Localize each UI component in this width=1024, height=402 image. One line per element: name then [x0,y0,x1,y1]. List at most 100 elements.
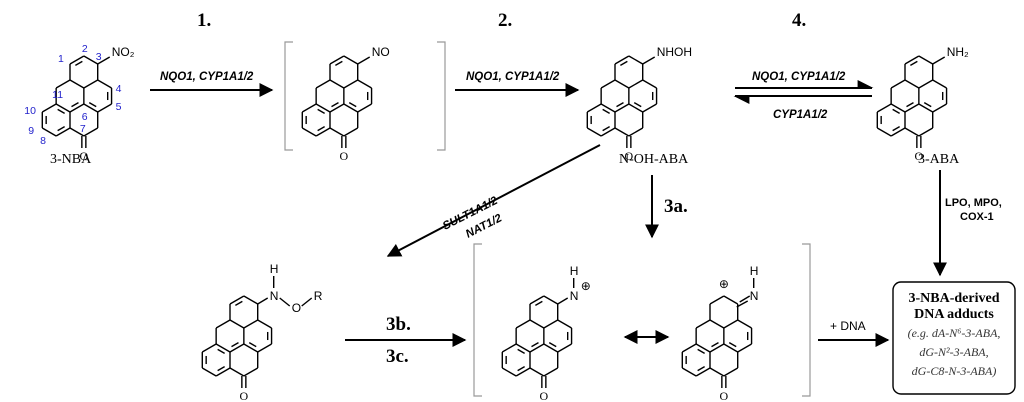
bond [329,103,345,113]
compound-name-3-nba: 3-NBA [50,152,92,167]
bond [923,102,932,108]
bond [201,343,217,353]
bond [642,56,656,65]
bond [628,79,644,89]
bond [343,79,359,89]
locant-11: 11 [52,89,63,101]
bond [83,127,99,137]
bracket-left-ions [473,243,482,397]
bond [229,367,245,377]
carbonyl-oxygen: O [720,389,729,402]
bond [932,79,947,89]
bond [257,297,269,305]
bond [248,342,257,348]
step-3b-label: 3b. [386,314,411,335]
bond [517,348,525,354]
bond [616,102,624,108]
bond [723,319,739,329]
bond [357,56,371,65]
bond [614,55,630,65]
oxygen-atom: O [292,301,301,315]
bond [739,295,751,303]
carbonyl-oxygen: O [80,149,89,163]
bond [41,103,57,113]
bond [642,79,657,89]
bond [890,103,906,113]
bond [932,56,946,65]
step-3a-label: 3a. [664,196,688,217]
bond [343,55,359,65]
enzyme-label-step-4: NQO1, CYP1A1/2 [752,71,846,83]
bond [69,103,85,113]
enzyme-label-lpo-mpo: LPO, MPO, [945,197,1002,209]
bond [736,300,749,308]
bond [69,127,85,137]
bond [201,367,217,377]
bond [642,103,657,113]
bond [602,126,610,132]
bond [55,103,71,113]
bond [709,295,725,305]
bracket-left-nitroso [284,41,293,151]
dna-label: + DNA [830,319,866,333]
carbonyl-oxygen: O [540,389,549,402]
bond [83,103,99,113]
r-group: R [314,289,323,303]
hydrogen-atom: H [750,264,759,278]
carbonyl-oxygen: O [625,149,634,163]
locant-10: 10 [24,105,36,117]
bond [243,319,259,329]
bond [535,300,543,306]
bond [876,127,892,137]
adducts-example-2: dG-N²-3-ABA, [919,345,988,359]
bond [529,295,545,305]
bond [695,343,711,353]
bond [315,79,331,89]
adducts-title-line-2: DNA adducts [914,307,994,322]
bond [906,102,914,108]
bond [723,367,739,377]
bond [357,79,372,89]
bond [215,343,231,353]
bond [217,366,225,372]
carbonyl-oxygen: O [340,149,349,163]
adducts-example-1: (e.g. dA-N⁶-3-ABA, [908,326,1001,340]
bond [728,342,737,348]
bond [229,343,245,353]
hydrogen-atom: H [270,262,279,276]
bond [620,60,628,66]
bond [600,103,616,113]
bond [329,79,345,89]
bond [633,102,642,108]
bond [723,343,739,353]
bond [357,103,372,113]
bond [890,127,906,137]
enzyme-label-reverse: CYP1A1/2 [773,109,828,121]
bond [515,319,531,329]
bond [904,127,920,137]
locant-8: 8 [40,135,46,147]
bond [279,297,291,307]
bond [41,127,57,137]
bracket-right-ions [802,243,811,397]
locant-4: 4 [116,83,122,95]
hydrogen-atom: H [570,264,579,278]
compound-name-3-aba: 3-ABA [918,152,960,167]
bond [892,126,900,132]
molecule-iminium: ONH⊕ [681,264,759,402]
bond [709,343,725,353]
arrow-sult-nat [386,144,601,257]
bond [315,103,331,113]
bond [543,367,559,377]
bond [586,103,602,113]
bond [543,343,559,353]
bond [301,127,317,137]
bond [548,342,557,348]
bond [600,127,616,137]
bond [904,79,920,89]
bond [69,79,85,89]
locant-1: 1 [58,53,64,65]
locant-5: 5 [116,101,122,113]
